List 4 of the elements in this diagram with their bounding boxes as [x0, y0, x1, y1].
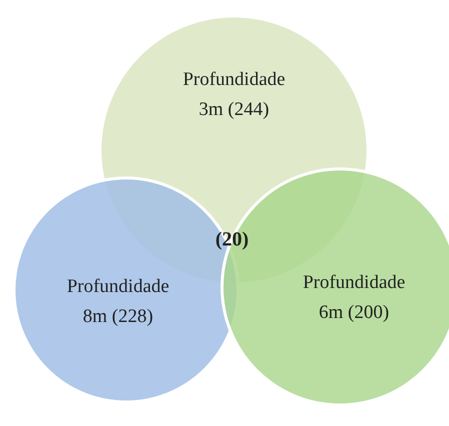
set-label: Profundidade 6m (200)	[302, 271, 406, 325]
intersection-count: (20)	[215, 228, 249, 252]
set-label: Profundidade 3m (244)	[182, 68, 286, 122]
set-label: Profundidade 8m (228)	[66, 275, 170, 329]
